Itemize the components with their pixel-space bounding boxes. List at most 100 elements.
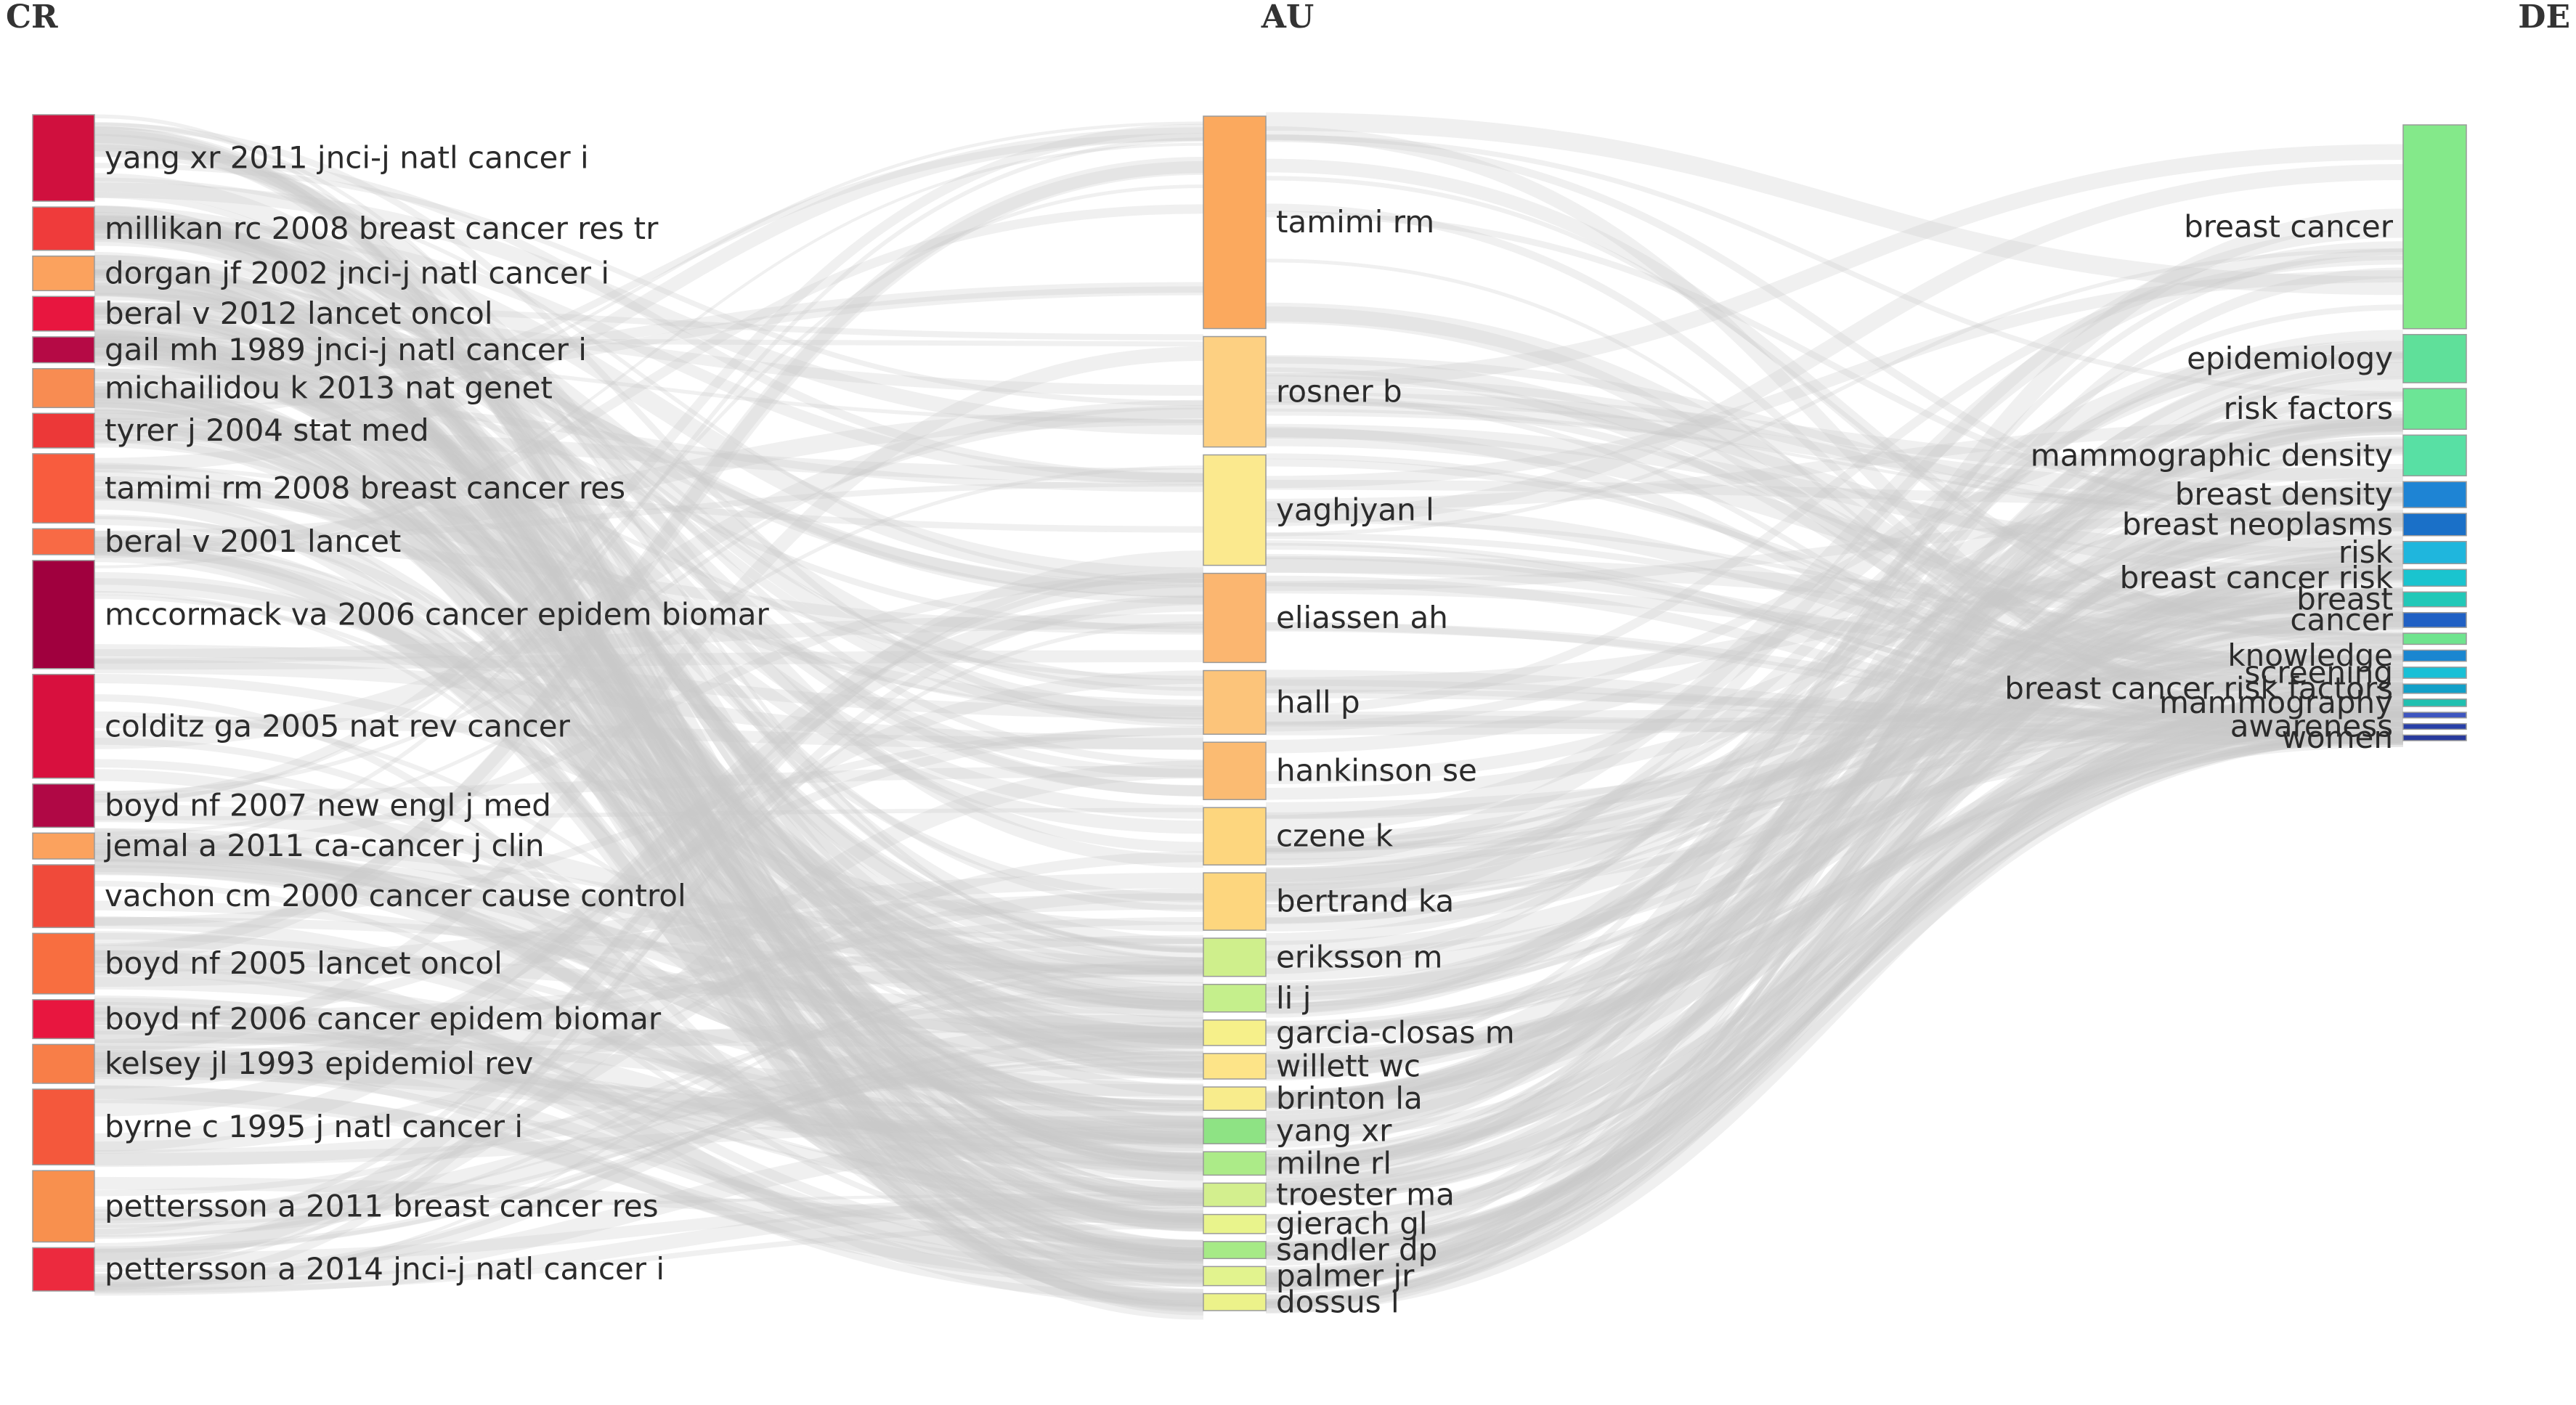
node-cr-3[interactable]	[32, 296, 95, 332]
flow-link	[1265, 707, 2404, 1313]
node-au-7[interactable]	[1203, 872, 1267, 931]
flow-link	[1265, 203, 2404, 732]
node-au-16[interactable]	[1203, 1213, 1267, 1234]
node-label: milne rl	[1276, 1145, 1391, 1181]
nodes: yang xr 2011 jnci-j natl cancer imillika…	[32, 114, 2467, 1319]
flow-link	[94, 173, 1204, 1077]
node-au-2[interactable]	[1203, 454, 1267, 566]
flow-link	[94, 284, 1204, 1165]
node-cr-9[interactable]	[32, 560, 95, 669]
node-cr-6[interactable]	[32, 412, 95, 449]
node-cr-1[interactable]	[32, 206, 95, 251]
node-cr-17[interactable]	[32, 1088, 95, 1165]
flow-link	[94, 306, 1204, 1129]
flow-link	[94, 255, 1204, 1096]
node-au-18[interactable]	[1203, 1266, 1267, 1287]
flow-link	[94, 129, 1204, 1207]
node-au-4[interactable]	[1203, 669, 1267, 735]
node-cr-4[interactable]	[32, 336, 95, 364]
flow-link	[94, 328, 1204, 965]
flow-link	[94, 333, 1204, 1264]
node-de-13[interactable]	[2402, 683, 2467, 694]
node-au-0[interactable]	[1203, 115, 1267, 330]
node-de-2[interactable]	[2402, 388, 2467, 430]
flow-link	[1265, 453, 2404, 696]
node-au-13[interactable]	[1203, 1117, 1267, 1144]
node-au-12[interactable]	[1203, 1086, 1267, 1111]
node-de-7[interactable]	[2402, 569, 2467, 587]
node-cr-19[interactable]	[32, 1247, 95, 1292]
node-de-6[interactable]	[2402, 540, 2467, 565]
flow-link	[1265, 439, 2404, 1081]
node-de-17[interactable]	[2402, 734, 2467, 741]
node-au-14[interactable]	[1203, 1151, 1267, 1176]
node-au-3[interactable]	[1203, 572, 1267, 664]
flow-link	[94, 595, 1204, 1117]
node-de-12[interactable]	[2402, 667, 2467, 679]
node-cr-18[interactable]	[32, 1170, 95, 1243]
node-au-9[interactable]	[1203, 983, 1267, 1013]
node-au-8[interactable]	[1203, 937, 1267, 977]
flow-link	[94, 1007, 1204, 1282]
flow-link	[1265, 555, 2404, 615]
node-de-11[interactable]	[2402, 649, 2467, 662]
node-au-1[interactable]	[1203, 335, 1267, 448]
node-cr-14[interactable]	[32, 932, 95, 995]
flow-link	[1265, 513, 2404, 1115]
flow-link	[1265, 682, 2404, 1305]
node-de-0[interactable]	[2402, 124, 2467, 330]
flow-link	[94, 1023, 1204, 1199]
flow-link	[1265, 616, 2404, 1080]
node-au-10[interactable]	[1203, 1019, 1267, 1046]
flow-link	[1265, 683, 2404, 1285]
flow-link	[1265, 611, 2404, 981]
node-cr-2[interactable]	[32, 255, 95, 292]
node-de-3[interactable]	[2402, 434, 2467, 477]
flow-link	[1265, 420, 2404, 1018]
flow-link	[94, 1194, 1204, 1296]
node-cr-15[interactable]	[32, 999, 95, 1040]
node-au-19[interactable]	[1203, 1292, 1267, 1311]
flow-link	[94, 255, 1204, 728]
node-label: risk factors	[2224, 391, 2393, 426]
node-de-1[interactable]	[2402, 333, 2467, 383]
flow-link	[1265, 714, 2404, 745]
node-de-8[interactable]	[2402, 591, 2467, 608]
node-au-17[interactable]	[1203, 1241, 1267, 1260]
flow-link	[1265, 410, 2404, 732]
flow-link	[94, 301, 1204, 598]
node-au-6[interactable]	[1203, 807, 1267, 866]
node-de-5[interactable]	[2402, 513, 2467, 537]
node-cr-13[interactable]	[32, 864, 95, 929]
flow-link	[94, 969, 1204, 1239]
node-de-9[interactable]	[2402, 611, 2467, 628]
node-cr-11[interactable]	[32, 783, 95, 828]
flow-link	[94, 424, 1204, 1159]
node-au-15[interactable]	[1203, 1182, 1267, 1208]
flow-link	[1265, 708, 2404, 1260]
flow-link	[1265, 588, 2404, 800]
node-de-14[interactable]	[2402, 699, 2467, 707]
flow-link	[1265, 211, 2404, 522]
node-de-4[interactable]	[2402, 481, 2467, 508]
node-cr-10[interactable]	[32, 674, 95, 779]
flow-link	[94, 847, 1204, 1099]
node-de-16[interactable]	[2402, 722, 2467, 730]
node-cr-12[interactable]	[32, 832, 95, 860]
node-cr-7[interactable]	[32, 453, 95, 524]
node-au-5[interactable]	[1203, 741, 1267, 800]
flow-link	[1265, 510, 2404, 591]
node-au-11[interactable]	[1203, 1053, 1267, 1080]
flow-link	[1265, 357, 2404, 679]
flow-link	[1265, 667, 2404, 1256]
node-de-10[interactable]	[2402, 632, 2467, 646]
flow-link	[1265, 686, 2404, 1308]
node-cr-5[interactable]	[32, 367, 95, 409]
node-de-15[interactable]	[2402, 712, 2467, 719]
flow-link	[94, 463, 1204, 993]
node-cr-16[interactable]	[32, 1043, 95, 1084]
node-cr-8[interactable]	[32, 528, 95, 555]
node-cr-0[interactable]	[32, 114, 95, 202]
flow-link	[94, 674, 1204, 932]
flow-link	[1265, 735, 2404, 1192]
